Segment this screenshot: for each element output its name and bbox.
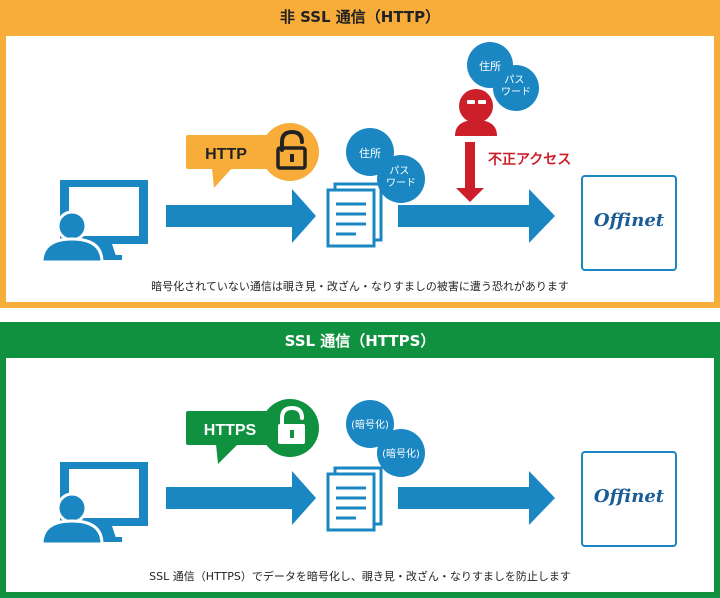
http-caption: 暗号化されていない通信は覗き見・改ざん・なりすましの被害に遭う恐れがあります [151,280,569,293]
https-panel: SSL 通信（HTTPS） HTTPS [0,322,720,598]
padlock-icon [278,405,305,444]
https-diagram: HTTPS (暗号化) (暗号化) [40,399,677,547]
attack-label: 不正アクセス [488,152,571,168]
padlock-icon [276,129,307,170]
password-line-1: パス [389,165,409,177]
svg-text:住所: 住所 [479,59,501,73]
attacker-bubble-password: パス ワード [493,65,539,111]
arrow-right-icon [166,189,316,243]
http-protocol-label: HTTP [205,146,247,163]
document-icon [326,466,383,532]
offinet-logo-text: Offinet [594,210,665,231]
http-panel-body: HTTP 住所 パス [6,36,714,302]
svg-text:パス ワード: パス ワード [386,165,416,189]
https-panel-body: HTTPS (暗号化) (暗号化) [6,358,714,592]
password-line-2: ワード [386,178,416,189]
encrypted-bubble-1: (暗号化) [346,400,394,448]
svg-text:(暗号化): (暗号化) [382,447,420,460]
computer-user-icon [40,180,148,264]
computer-user-icon [40,462,148,546]
arrow-down-icon [456,142,484,202]
encrypted-bubble-2: (暗号化) [377,429,425,477]
offinet-logo-text: Offinet [594,486,665,507]
http-panel: 非 SSL 通信（HTTP） HTTP [0,0,720,308]
svg-text:住所: 住所 [359,146,381,160]
https-panel-title: SSL 通信（HTTPS） [284,332,436,350]
arrow-right-icon [398,471,555,525]
http-panel-title: 非 SSL 通信（HTTP） [279,8,441,26]
data-bubble-password: パス ワード [377,155,425,203]
svg-text:パス ワード: パス ワード [501,74,531,98]
offinet-logo: Offinet [581,451,677,547]
arrow-right-icon [398,189,555,243]
https-caption: SSL 通信（HTTPS）でデータを暗号化し、覗き見・改ざん・なりすましを防止し… [149,570,571,583]
data-bubble-address: 住所 [346,128,394,176]
offinet-logo: Offinet [581,175,677,271]
arrow-right-icon [166,471,316,525]
http-diagram: HTTP 住所 パス [40,42,677,271]
svg-text:(暗号化): (暗号化) [351,418,389,431]
hacker-icon [455,89,497,136]
document-icon [326,182,383,248]
https-protocol-label: HTTPS [204,422,257,439]
